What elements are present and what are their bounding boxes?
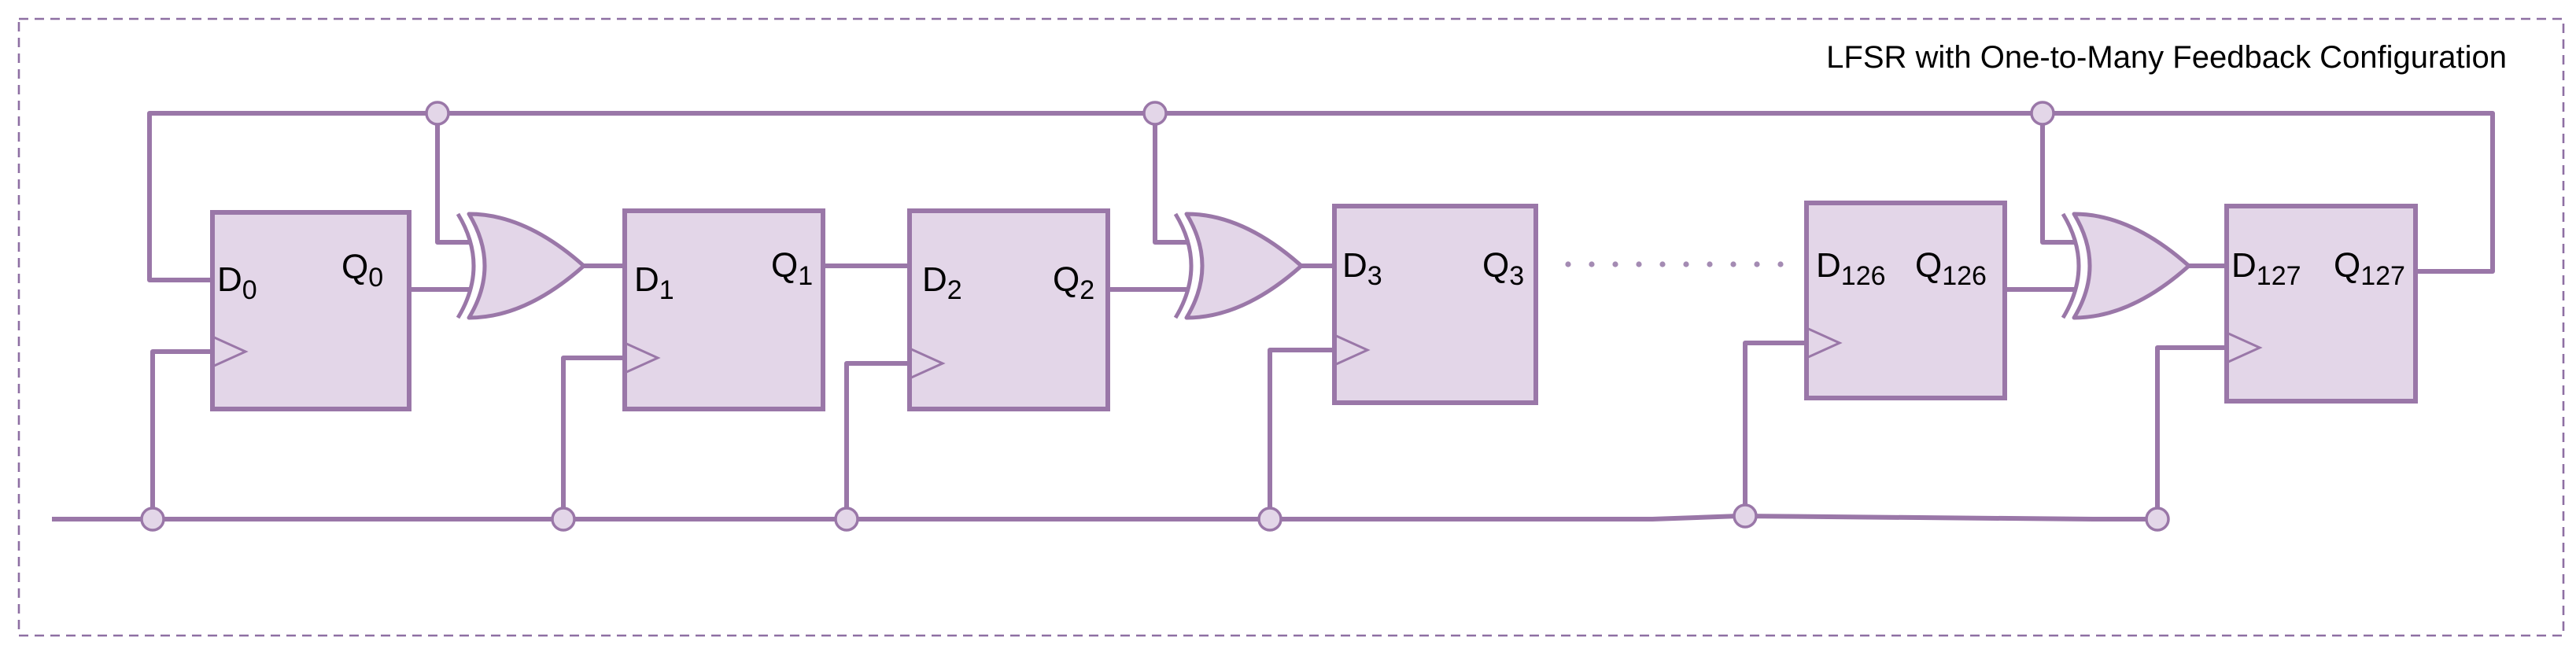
clock-junctions <box>140 503 2170 532</box>
clock-branch-127 <box>2155 345 2227 519</box>
clock-branch-1 <box>561 356 625 519</box>
junction-node <box>2145 507 2170 532</box>
tap-wire-1 <box>435 113 469 245</box>
feedback-wires <box>147 111 2495 282</box>
flip-flop-2: D2 Q2 <box>907 208 1110 411</box>
q-pin-label: Q2 <box>1053 260 1094 305</box>
feedback-junctions <box>425 101 2055 126</box>
d-pin-label: D3 <box>1342 246 1382 291</box>
ellipsis-dots <box>1565 261 1784 267</box>
q-pin-label: Q0 <box>341 248 383 293</box>
clock-input-icon <box>1334 334 1371 367</box>
clock-branch-126 <box>1743 341 1807 516</box>
d-pin-label: D127 <box>2231 246 2301 291</box>
junction-node <box>425 101 450 126</box>
xor-gate-2 <box>1173 212 1304 320</box>
clock-branch-3 <box>1268 348 1334 519</box>
d-pin-label: D126 <box>1816 246 1886 291</box>
clock-branch-0 <box>150 349 212 519</box>
diagram-frame <box>17 17 2565 637</box>
tap-wire-2 <box>1153 113 1187 245</box>
junction-node <box>140 507 165 532</box>
tap-wire-3 <box>2040 113 2074 245</box>
flip-flop-0: D0 Q0 <box>210 210 411 411</box>
d-pin-label: D0 <box>217 260 257 305</box>
xor-gate-3 <box>2061 212 2191 320</box>
clock-input-icon <box>212 335 249 368</box>
q-pin-label: Q3 <box>1482 246 1524 291</box>
clock-branch-2 <box>844 361 910 519</box>
flip-flop-3: D3 Q3 <box>1332 204 1538 405</box>
data-wires <box>409 264 2227 292</box>
feedback-bus <box>147 111 2495 282</box>
xor-gate-1 <box>456 212 586 320</box>
flip-flop-127: D127 Q127 <box>2224 204 2418 404</box>
d-pin-label: D2 <box>922 260 962 305</box>
q-pin-label: Q127 <box>2334 246 2405 291</box>
clock-line <box>52 514 2157 521</box>
junction-node <box>834 507 859 532</box>
q-pin-label: Q1 <box>771 246 813 291</box>
d-pin-label: D1 <box>634 260 674 305</box>
diagram-title: LFSR with One-to-Many Feedback Configura… <box>1826 40 2507 75</box>
flip-flop-126: D126 Q126 <box>1804 201 2007 400</box>
junction-node <box>2030 101 2055 126</box>
clock-input-icon <box>1806 326 1843 359</box>
junction-node <box>1733 503 1758 529</box>
junction-node <box>1257 507 1282 532</box>
flip-flop-1: D1 Q1 <box>622 208 825 411</box>
clock-input-icon <box>909 347 946 380</box>
clock-input-icon <box>2226 331 2263 364</box>
junction-node <box>1142 101 1168 126</box>
q-pin-label: Q126 <box>1915 246 1987 291</box>
clock-input-icon <box>624 341 661 374</box>
junction-node <box>551 507 576 532</box>
